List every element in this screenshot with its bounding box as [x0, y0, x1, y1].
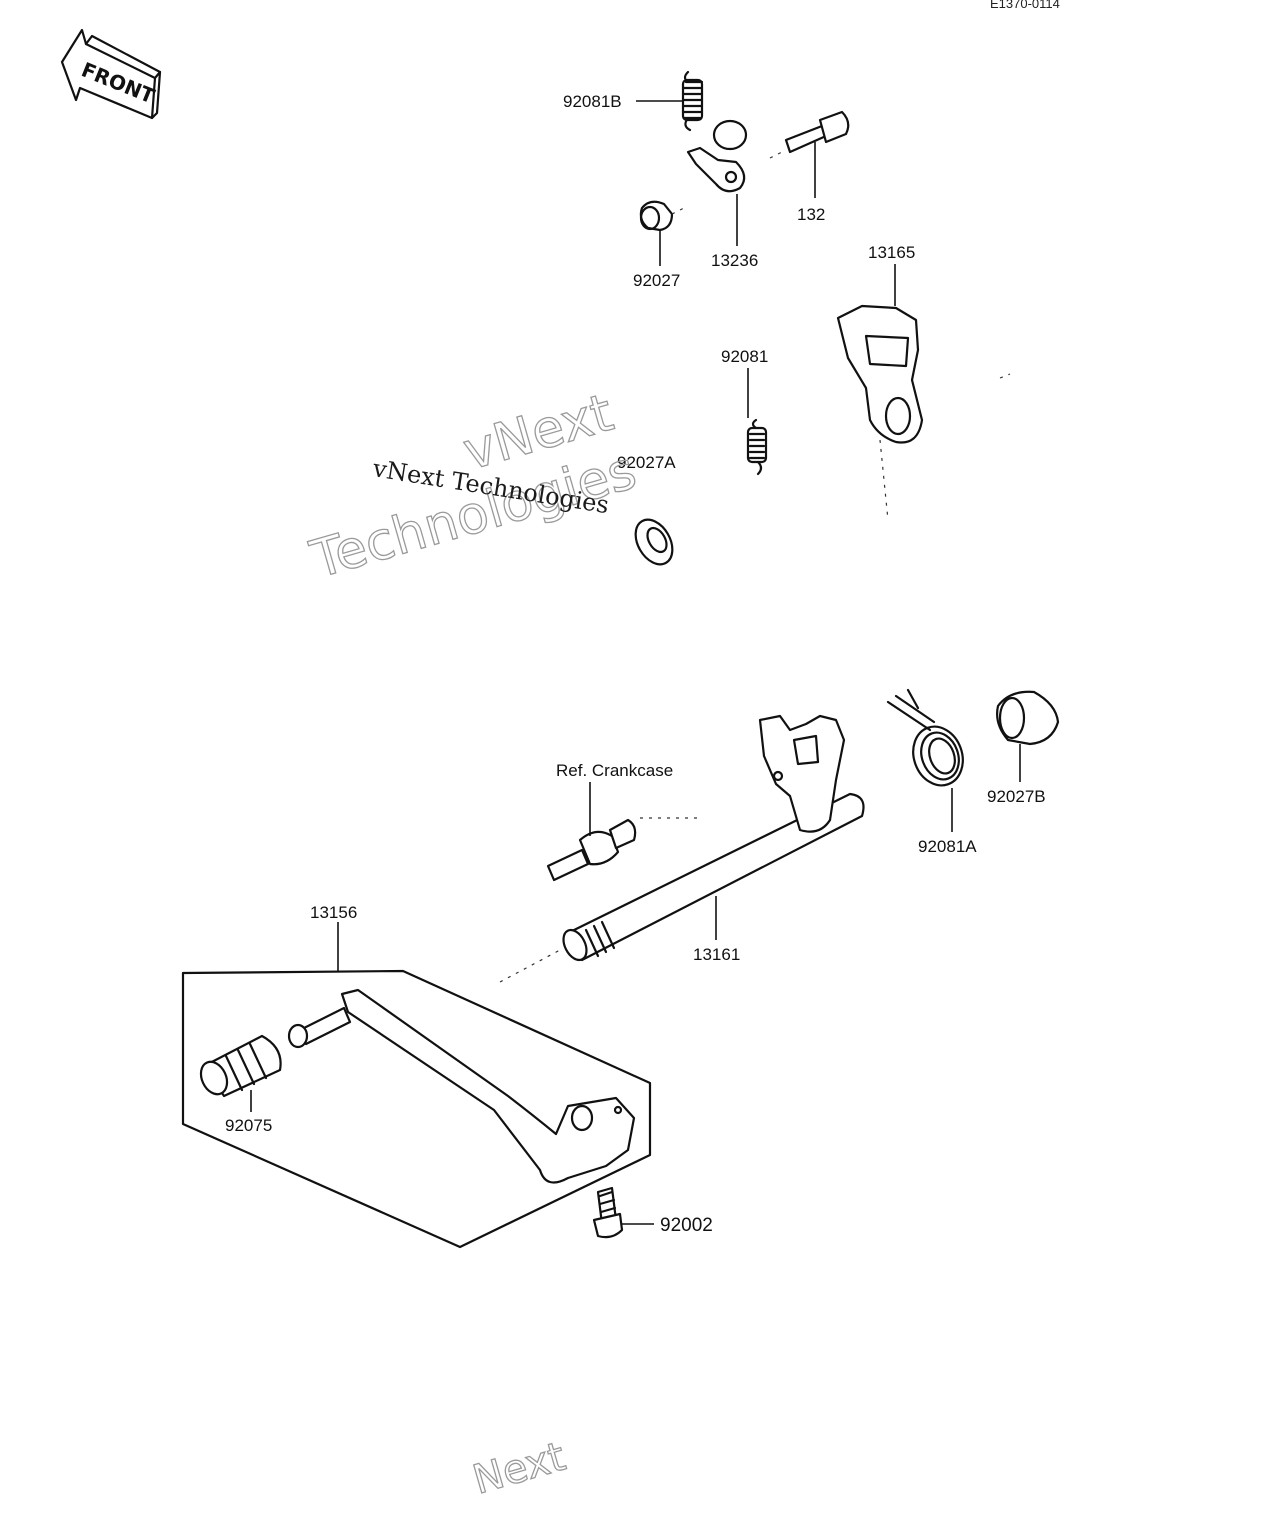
- shift-shaft-13161-icon: [499, 714, 865, 983]
- collar-92027b-icon: [996, 690, 1060, 746]
- shift-arm-13165-icon: [836, 304, 1011, 521]
- bolt-132-icon: [769, 110, 850, 159]
- callout-92002: 92002: [660, 1215, 713, 1236]
- callout-92081b: 92081B: [563, 92, 622, 111]
- callout-13156: 13156: [310, 903, 357, 922]
- front-arrow-icon: FRONT: [60, 28, 162, 120]
- spring-92081-icon: [746, 418, 768, 476]
- collar-92027-icon: [639, 200, 685, 232]
- callout-ref-crankcase: Ref. Crankcase: [556, 761, 673, 780]
- collar-92027a-icon: [634, 518, 674, 566]
- callout-132: 132: [797, 205, 825, 224]
- callout-92027b: 92027B: [987, 787, 1046, 806]
- footpeg-rubber-92075-icon: [199, 1034, 282, 1098]
- callout-92081a: 92081A: [918, 837, 977, 856]
- pedal-13156-icon: [287, 988, 636, 1184]
- diagram-code: E1370-0114: [990, 0, 1060, 11]
- watermark-bottom: Next: [468, 1434, 570, 1504]
- spring-92081b-icon: [681, 70, 704, 132]
- pedal-assembly-frame: [181, 969, 652, 1249]
- return-spring-92081a-icon: [886, 688, 964, 787]
- callout-13161: 13161: [693, 945, 740, 964]
- callout-92081: 92081: [721, 347, 768, 366]
- callout-13165: 13165: [868, 243, 915, 262]
- callout-13236: 13236: [711, 251, 758, 270]
- shift-lever-13236-icon: [686, 119, 748, 193]
- bolt-92002-icon: [592, 1186, 624, 1239]
- callout-92027: 92027: [633, 271, 680, 290]
- crankcase-stud-icon: [546, 817, 700, 882]
- callout-92027a: 92027A: [617, 453, 676, 472]
- callout-92075: 92075: [225, 1116, 272, 1135]
